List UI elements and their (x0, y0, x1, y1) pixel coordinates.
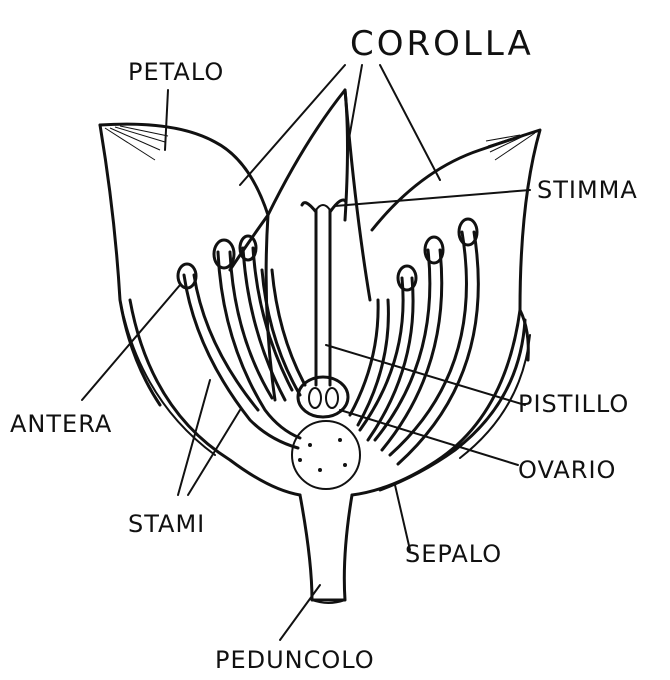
leader-corolla-3 (380, 65, 440, 180)
label-ovario: OVARIO (518, 456, 616, 484)
label-corolla: COROLLA (350, 24, 534, 64)
leader-ovario (340, 410, 518, 465)
stamens-left (178, 236, 305, 448)
label-petalo: PETALO (128, 58, 224, 86)
leader-stimma (335, 190, 530, 206)
peduncle-stem (300, 495, 352, 603)
label-pistillo: PISTILLO (518, 390, 629, 418)
leader-peduncolo (280, 585, 320, 640)
sepal-right (380, 320, 530, 490)
label-sepalo: SEPALO (405, 540, 502, 568)
petal-right (372, 130, 540, 360)
leader-stami-2 (188, 410, 240, 495)
label-stimma: STIMMA (537, 176, 638, 204)
leader-stami-1 (178, 380, 210, 495)
leader-corolla-2 (347, 65, 362, 150)
label-stami: STAMI (128, 510, 205, 538)
leader-pistillo (326, 345, 525, 405)
leader-petalo (165, 90, 168, 150)
label-antera: ANTERA (10, 410, 112, 438)
stamens-right (350, 219, 478, 464)
label-peduncolo: PEDUNCOLO (215, 646, 375, 674)
